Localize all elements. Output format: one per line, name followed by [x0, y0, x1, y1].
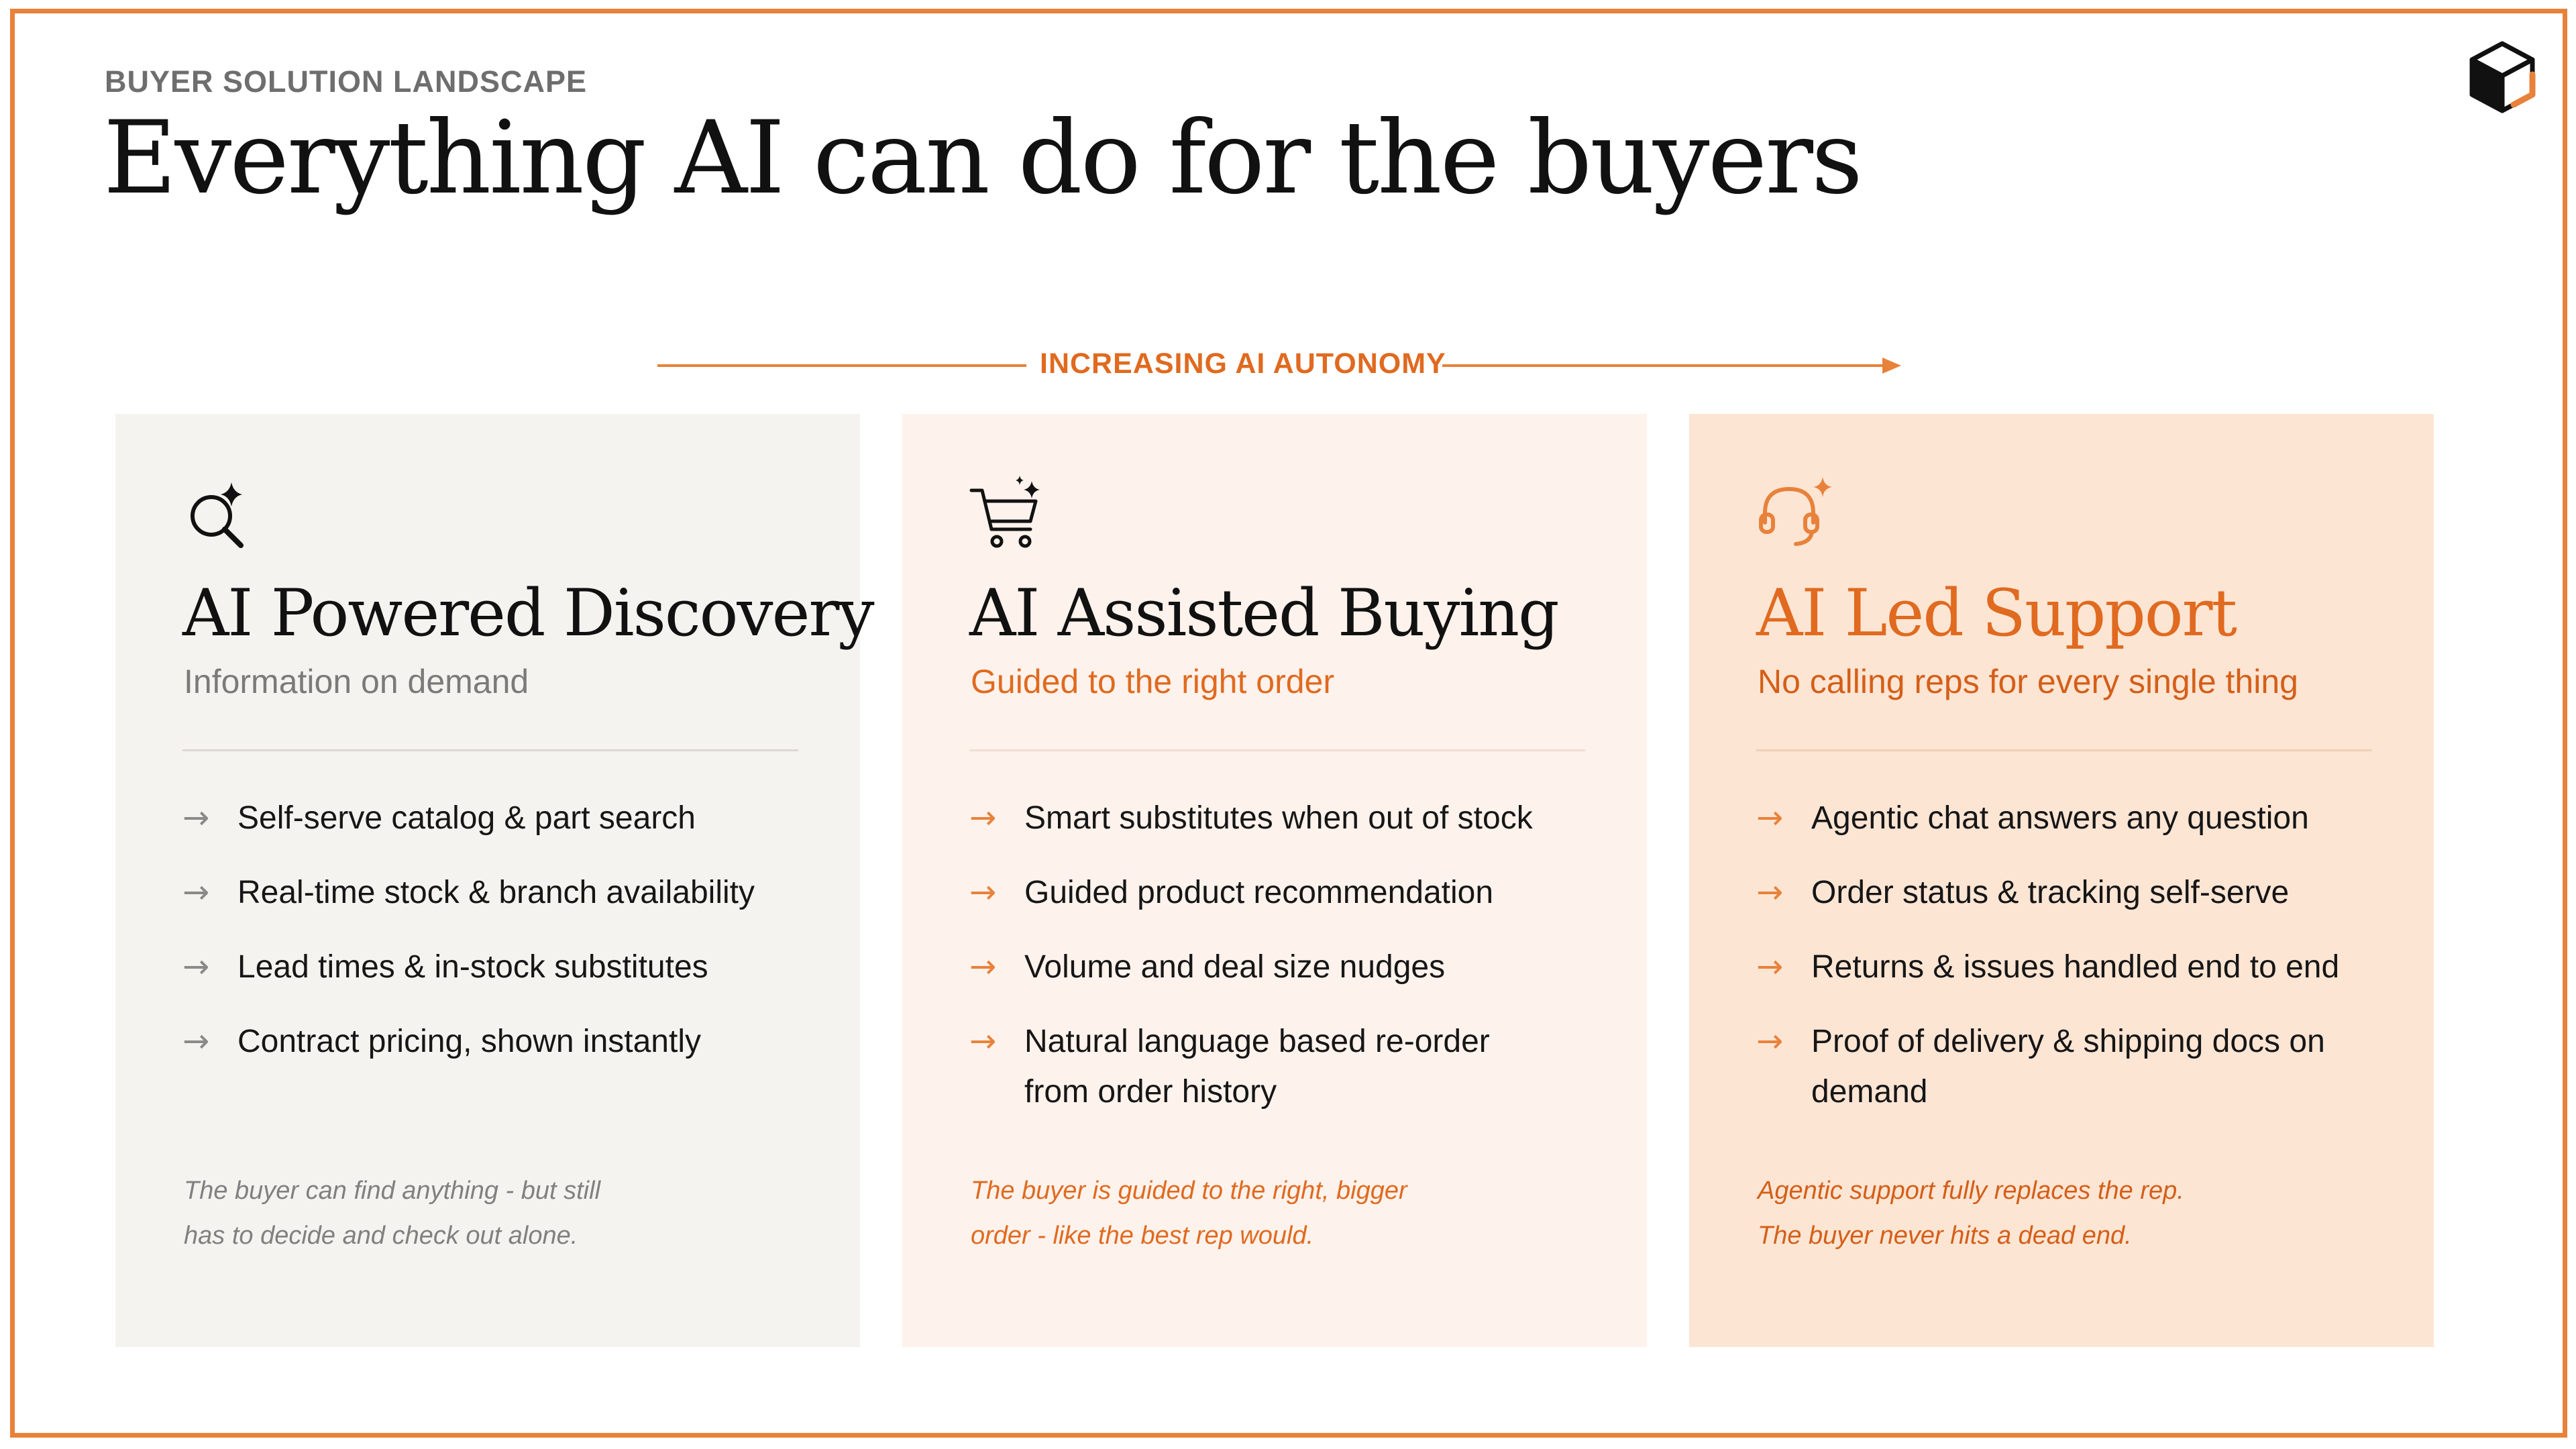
arrow-right-icon: → — [182, 873, 210, 911]
card-footer-note: The buyer can find anything - but still … — [184, 1169, 653, 1258]
eyebrow-label: BUYER SOLUTION LANDSCAPE — [105, 64, 588, 99]
card-subtitle: Guided to the right order — [971, 663, 1334, 700]
list-item: → Self-serve catalog & part search — [182, 793, 826, 843]
list-item: → Guided product recommendation — [969, 867, 1613, 918]
card-ai-led-support: AI Led Support No calling reps for every… — [1689, 414, 2434, 1347]
footer-line: Agentic support fully replaces the rep. — [1758, 1177, 2184, 1205]
card-footer-note: The buyer is guided to the right, bigger… — [971, 1169, 1440, 1258]
card-subtitle: Information on demand — [184, 663, 529, 700]
card-title: AI Assisted Buying — [969, 576, 1560, 651]
list-item: → Proof of delivery & shipping docs on de… — [1756, 1016, 2400, 1117]
card-divider — [969, 749, 1585, 751]
footer-line: order - like the best rep would. — [971, 1222, 1314, 1250]
card-footer-note: Agentic support fully replaces the rep. … — [1758, 1169, 2227, 1258]
arrow-right-icon: → — [969, 1022, 997, 1060]
list-item: → Smart substitutes when out of stock — [969, 793, 1613, 843]
cart-sparkle-icon — [969, 476, 1040, 548]
list-item: → Contract pricing, shown instantly — [182, 1016, 826, 1067]
list-item-text: Returns & issues handled end to end — [1811, 949, 2340, 985]
list-item: → Natural language based re-order from or… — [969, 1016, 1613, 1117]
footer-line: The buyer is guided to the right, bigger — [971, 1177, 1407, 1205]
arrow-right-icon: → — [1756, 1022, 1784, 1060]
card-title: AI Led Support — [1756, 576, 2237, 651]
arrow-right-icon: → — [969, 948, 997, 985]
arrow-right-icon: → — [1756, 948, 1784, 985]
list-item-text: Proof of delivery & shipping docs on dem… — [1811, 1024, 2325, 1110]
list-item: → Real-time stock & branch availability — [182, 867, 826, 918]
feature-list: → Smart substitutes when out of stock → Gu… — [969, 793, 1613, 1141]
list-item: → Lead times & in-stock substitutes — [182, 942, 826, 992]
list-item-text: Self-serve catalog & part search — [237, 800, 696, 836]
arrow-right-icon: → — [182, 948, 210, 985]
arrow-right-icon: → — [969, 873, 997, 911]
arrow-right-icon: → — [1756, 873, 1784, 911]
arrow-right-icon: → — [1756, 799, 1784, 837]
axis-arrowhead-icon — [1882, 358, 1901, 374]
autonomy-axis: INCREASING AI AUTONOMY — [657, 342, 1905, 389]
list-item-text: Volume and deal size nudges — [1024, 949, 1446, 985]
list-item-text: Agentic chat answers any question — [1811, 800, 2309, 836]
arrow-right-icon: → — [969, 799, 997, 837]
card-ai-assisted-buying: AI Assisted Buying Guided to the right o… — [902, 414, 1647, 1347]
card-ai-powered-discovery: AI Powered Discovery Information on dema… — [115, 414, 875, 1347]
list-item: → Order status & tracking self-serve — [1756, 867, 2400, 918]
card-divider — [1756, 749, 2372, 751]
list-item: → Returns & issues handled end to end — [1756, 942, 2400, 992]
axis-line-left — [657, 364, 1026, 367]
headset-sparkle-icon — [1759, 477, 1832, 546]
footer-line: The buyer can find anything - but still — [184, 1177, 601, 1205]
footer-line: has to decide and check out alone. — [184, 1222, 578, 1250]
list-item: → Volume and deal size nudges — [969, 942, 1613, 992]
list-item-text: Lead times & in-stock substitutes — [237, 949, 708, 985]
arrow-right-icon: → — [182, 1022, 210, 1060]
axis-line-right — [1442, 364, 1885, 367]
slide-frame — [10, 9, 2567, 1438]
feature-list: → Agentic chat answers any question → Orde… — [1756, 793, 2400, 1141]
axis-label: INCREASING AI AUTONOMY — [1040, 347, 1446, 380]
list-item-text: Natural language based re-order from ord… — [1024, 1024, 1490, 1110]
cube-logo-icon — [2469, 41, 2536, 113]
page-title: Everything AI can do for the buyers — [103, 100, 1863, 217]
list-item: → Agentic chat answers any question — [1756, 793, 2400, 843]
list-item-text: Contract pricing, shown instantly — [237, 1024, 701, 1059]
list-item-text: Guided product recommendation — [1024, 875, 1494, 910]
list-item-text: Smart substitutes when out of stock — [1024, 800, 1533, 836]
arrow-right-icon: → — [182, 799, 210, 837]
search-sparkle-icon — [191, 482, 244, 548]
list-item-text: Real-time stock & branch availability — [237, 875, 755, 910]
card-subtitle: No calling reps for every single thing — [1758, 663, 2298, 700]
card-divider — [182, 749, 798, 751]
footer-line: The buyer never hits a dead end. — [1758, 1222, 2132, 1250]
feature-list: → Self-serve catalog & part search → Real-… — [182, 793, 826, 1091]
card-title: AI Powered Discovery — [182, 576, 875, 651]
list-item-text: Order status & tracking self-serve — [1811, 875, 2290, 910]
